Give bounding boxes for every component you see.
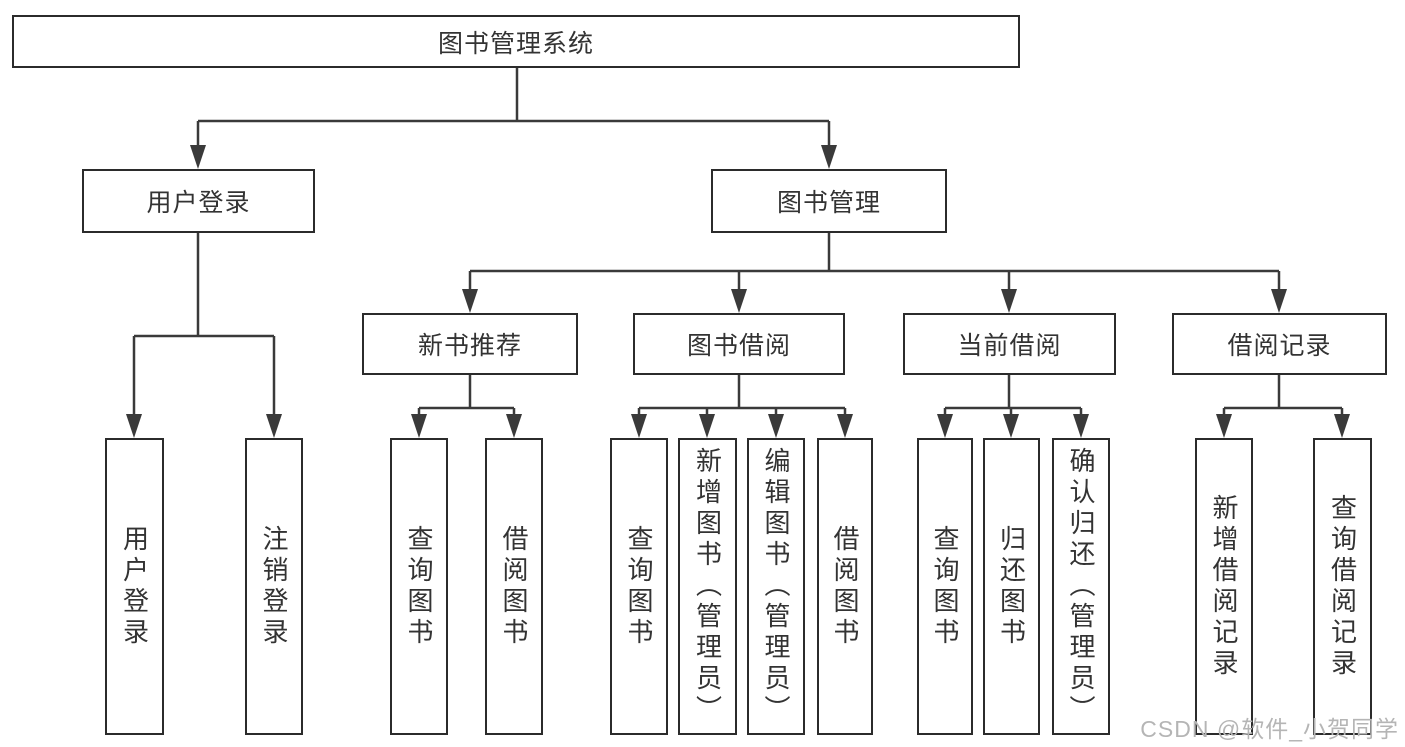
arrowhead-down bbox=[126, 414, 142, 438]
arrowhead-down bbox=[837, 414, 853, 438]
arrowhead-down bbox=[731, 289, 747, 313]
leaf-user-login: 用户登录 bbox=[105, 438, 164, 735]
node-user-login: 用户登录 bbox=[82, 169, 315, 233]
arrowhead-down bbox=[1003, 414, 1019, 438]
arrowhead-down bbox=[821, 145, 837, 169]
arrowhead-down bbox=[768, 414, 784, 438]
watermark-text: CSDN @软件_小贺同学 bbox=[1140, 716, 1399, 742]
arrowhead-down bbox=[1334, 414, 1350, 438]
arrowhead-down bbox=[506, 414, 522, 438]
leaf-logout: 注销登录 bbox=[245, 438, 303, 735]
leaf-add-borrow-record: 新增借阅记录 bbox=[1195, 438, 1253, 735]
node-book-management: 图书管理 bbox=[711, 169, 947, 233]
node-new-book-recommend: 新书推荐 bbox=[362, 313, 578, 375]
node-current-borrow: 当前借阅 bbox=[903, 313, 1116, 375]
leaf-return-books: 归还图书 bbox=[983, 438, 1040, 735]
arrowhead-down bbox=[631, 414, 647, 438]
arrowhead-down bbox=[1073, 414, 1089, 438]
arrowhead-down bbox=[699, 414, 715, 438]
leaf-borrow-books-1: 借阅图书 bbox=[485, 438, 543, 735]
leaf-query-books-2: 查询图书 bbox=[610, 438, 668, 735]
leaf-query-books-3: 查询图书 bbox=[917, 438, 973, 735]
node-borrow-records: 借阅记录 bbox=[1172, 313, 1387, 375]
leaf-edit-books-admin: 编辑图书（管理员） bbox=[747, 438, 805, 735]
arrowhead-down bbox=[266, 414, 282, 438]
connector-path bbox=[132, 68, 1344, 416]
arrowhead-down bbox=[937, 414, 953, 438]
leaf-query-borrow-record: 查询借阅记录 bbox=[1313, 438, 1372, 735]
leaf-borrow-books-2: 借阅图书 bbox=[817, 438, 873, 735]
leaf-query-books-1: 查询图书 bbox=[390, 438, 448, 735]
arrowhead-down bbox=[1271, 289, 1287, 313]
leaf-confirm-return-admin: 确认归还（管理员） bbox=[1052, 438, 1110, 735]
arrowhead-down bbox=[411, 414, 427, 438]
leaf-add-books-admin: 新增图书（管理员） bbox=[678, 438, 737, 735]
arrowhead-down bbox=[1216, 414, 1232, 438]
node-book-borrow: 图书借阅 bbox=[633, 313, 845, 375]
node-library-management-system: 图书管理系统 bbox=[12, 15, 1020, 68]
arrowhead-down bbox=[1001, 289, 1017, 313]
arrowhead-down bbox=[190, 145, 206, 169]
arrowhead-down bbox=[462, 289, 478, 313]
